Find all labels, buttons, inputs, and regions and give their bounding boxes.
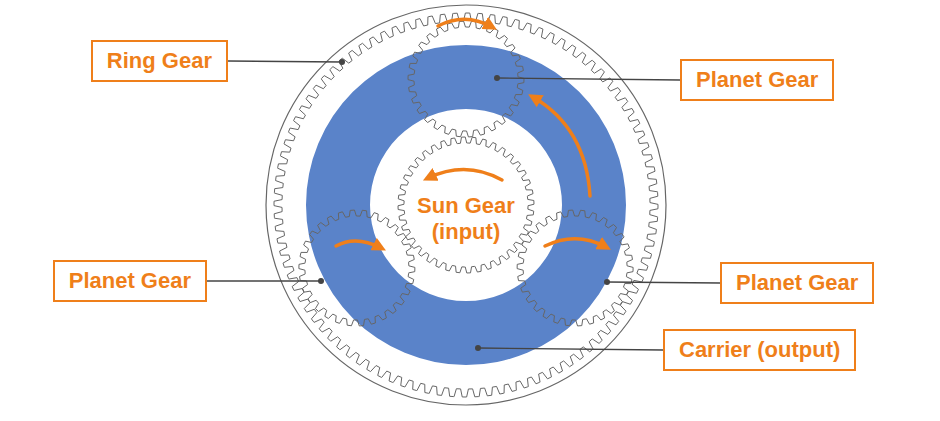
sun-gear <box>398 137 534 273</box>
rotation-arrow <box>428 169 502 180</box>
callout-label: Planet Gear <box>69 268 191 294</box>
leader-dot <box>475 345 481 351</box>
callout-box: Carrier (output) <box>663 329 856 371</box>
callout-label: Planet Gear <box>736 270 858 296</box>
callout-box: Planet Gear <box>720 262 874 304</box>
callout-label: Ring Gear <box>107 48 212 74</box>
leader-dot <box>339 59 345 65</box>
callout-label: Planet Gear <box>696 67 818 93</box>
leader-line <box>207 280 321 281</box>
part-label: Sun Gear (input) <box>410 193 522 246</box>
planet-gear <box>517 210 633 326</box>
leader-dot <box>318 278 324 284</box>
ring-gear-outer <box>266 5 666 405</box>
leader-line <box>607 282 720 283</box>
rotation-arrow <box>438 19 492 27</box>
rotation-arrow <box>545 239 606 247</box>
rotation-arrow <box>336 241 381 248</box>
planet-gear <box>408 21 524 137</box>
callout-box: Ring Gear <box>91 40 228 82</box>
leader-dot <box>494 75 500 81</box>
ring-gear-teeth <box>274 13 658 397</box>
leader-line <box>228 61 342 62</box>
leader-line <box>497 78 680 80</box>
leader-line <box>478 348 663 350</box>
callout-box: Planet Gear <box>680 59 834 101</box>
carrier <box>306 45 626 365</box>
callout-box: Planet Gear <box>53 260 207 302</box>
rotation-arrow <box>533 97 590 196</box>
leader-dot <box>604 279 610 285</box>
planet-gear <box>299 210 415 326</box>
callout-label: Carrier (output) <box>679 337 840 363</box>
